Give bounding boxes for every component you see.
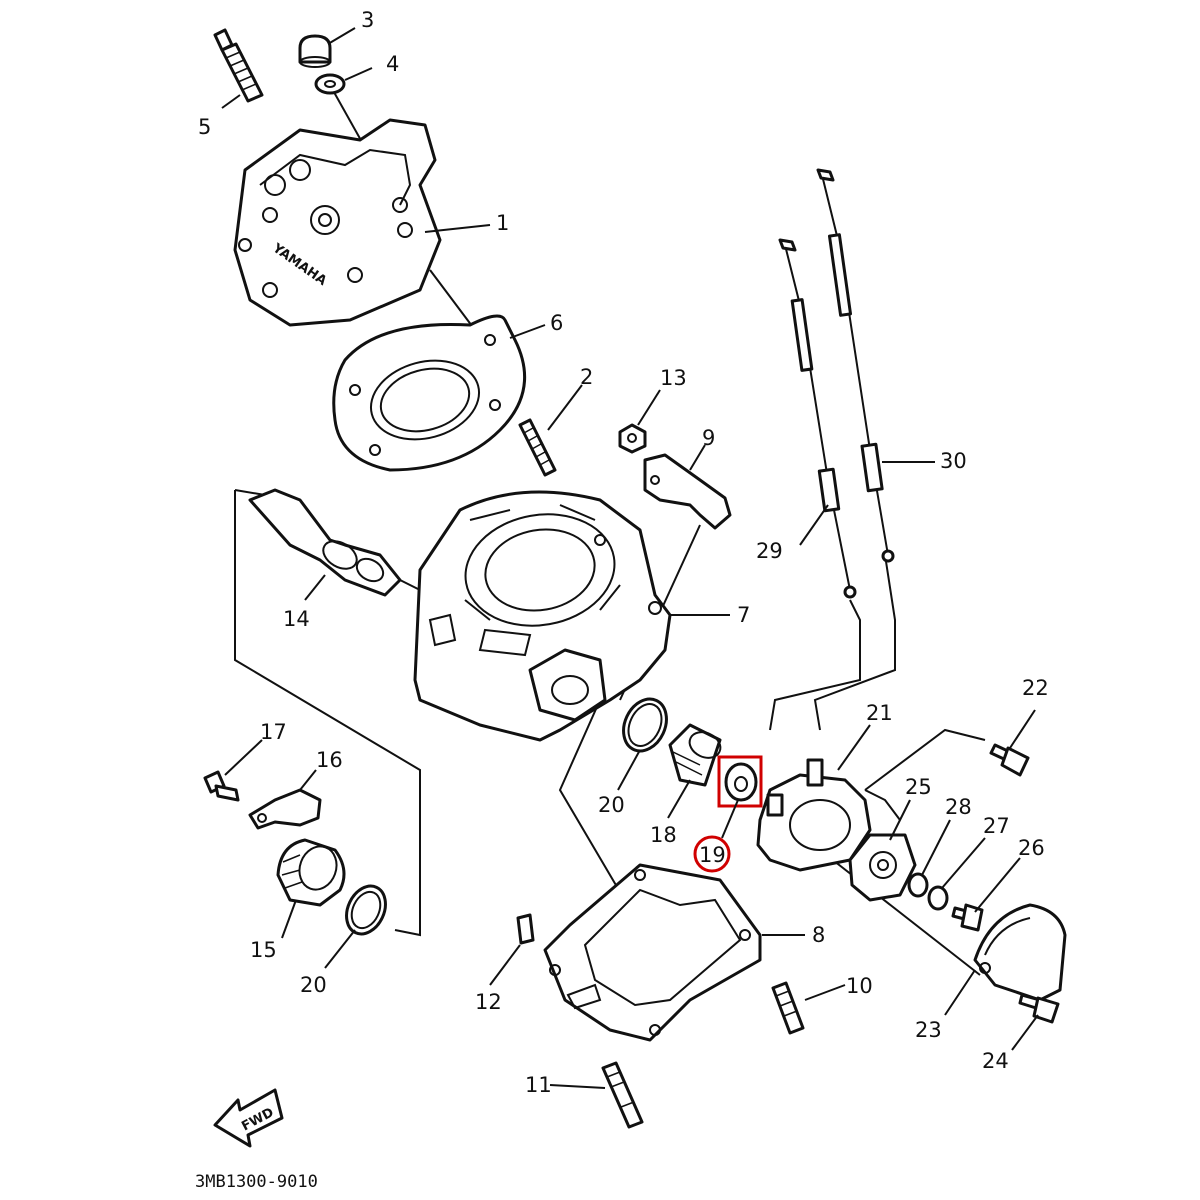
fwd-arrow-icon: FWD	[213, 1088, 284, 1148]
callout-23: 23	[915, 1018, 942, 1042]
callout-26: 26	[1018, 836, 1045, 860]
spark-plug	[213, 28, 264, 103]
stud-11	[601, 1061, 644, 1129]
callout-labels: 3 4 5 1 6 2 13 9 7 14 17 16 15 20 20 18 …	[198, 8, 1049, 1097]
cylinder	[413, 490, 672, 742]
callout-10: 10	[846, 974, 873, 998]
dowel-12	[516, 913, 535, 945]
callout-6: 6	[550, 311, 563, 335]
callout-21: 21	[866, 701, 893, 725]
highlight-box	[717, 755, 763, 808]
bolt-26	[951, 903, 984, 932]
callout-5: 5	[198, 115, 211, 139]
cap-nut	[298, 34, 332, 68]
callout-30: 30	[940, 449, 967, 473]
clamp-16	[248, 788, 322, 830]
callout-3: 3	[361, 8, 374, 32]
callout-11: 11	[525, 1073, 552, 1097]
callout-17: 17	[260, 720, 287, 744]
bolt-22	[989, 743, 1030, 777]
cover-23	[973, 903, 1067, 1002]
nut-13	[618, 423, 647, 454]
callout-1: 1	[496, 211, 509, 235]
stud-10	[771, 981, 805, 1035]
washer-4	[314, 73, 346, 95]
o-ring-20-upper	[622, 697, 668, 753]
washer-27	[927, 885, 949, 911]
callout-9: 9	[702, 426, 715, 450]
bushing-18	[668, 723, 722, 787]
reference-code: 3MB1300-9010	[195, 1172, 318, 1192]
power-valve-assembly	[248, 488, 421, 597]
callout-13: 13	[660, 366, 687, 390]
callout-2: 2	[580, 365, 593, 389]
washer-28	[907, 872, 929, 898]
bracket-9	[643, 453, 732, 530]
callout-14: 14	[283, 607, 310, 631]
joint-15	[276, 838, 346, 907]
callout-16: 16	[316, 748, 343, 772]
callout-4: 4	[386, 52, 399, 76]
callout-22: 22	[1022, 676, 1049, 700]
callout-27: 27	[983, 814, 1010, 838]
bolt-17	[203, 770, 240, 802]
base-gasket	[543, 863, 762, 1042]
cable-29	[778, 238, 857, 599]
callout-28: 28	[945, 795, 972, 819]
callout-18: 18	[650, 823, 677, 847]
callout-19: 19	[699, 843, 726, 867]
callout-8: 8	[812, 923, 825, 947]
valve-housing-21	[756, 758, 872, 872]
callout-25: 25	[905, 775, 932, 799]
pulley-25	[848, 833, 917, 902]
cable-30	[816, 168, 895, 563]
highlight-circle	[693, 835, 731, 873]
callout-24: 24	[982, 1049, 1009, 1073]
oil-seal-19	[724, 762, 758, 802]
callout-29: 29	[756, 539, 783, 563]
callout-20-upper: 20	[598, 793, 625, 817]
callout-leaders	[221, 27, 1039, 1089]
callout-7: 7	[737, 603, 750, 627]
cylinder-head: YAMAHA	[233, 118, 442, 327]
head-gasket	[332, 314, 527, 472]
callout-20-lower: 20	[300, 973, 327, 997]
stud-bolt-2	[518, 418, 557, 477]
o-ring-20-lower	[345, 884, 387, 936]
callout-12: 12	[475, 990, 502, 1014]
bolt-24	[1018, 993, 1060, 1024]
callout-15: 15	[250, 938, 277, 962]
